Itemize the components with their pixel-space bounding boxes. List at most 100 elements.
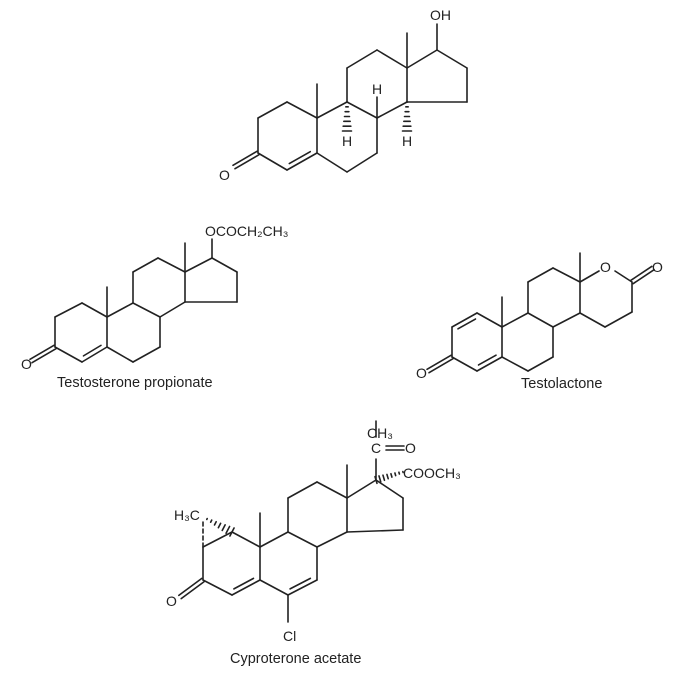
bond [287,531,318,548]
ketone-oxygen-label: O [166,593,177,609]
bond [376,101,408,119]
bond [630,265,653,282]
bond [202,531,233,548]
bond [316,481,348,499]
bond [406,49,438,69]
bond [451,356,478,372]
bond [527,267,554,283]
bond [552,312,581,328]
bond [286,101,318,119]
bond [54,346,83,363]
bond [106,346,134,363]
bond [257,101,288,119]
bond [159,301,186,318]
bond [132,302,161,318]
bond [54,302,83,318]
bond [579,312,606,328]
bond [29,344,55,361]
bond [527,356,554,372]
chlorine-label: Cl [283,628,296,644]
bond [476,356,503,372]
bond [346,101,378,119]
bond [376,49,408,69]
bond [614,270,633,283]
bond [289,577,312,590]
bond [398,471,401,475]
bond [31,347,57,364]
bond [451,312,478,328]
bond [632,268,655,285]
bond [501,312,529,328]
bond [390,472,393,478]
bond [287,481,318,499]
bond [217,522,222,529]
bond [436,49,468,69]
bond [374,475,378,485]
bond [211,257,238,273]
molecule-name: Cyproterone acetate [230,651,361,667]
methyl-label: H₃C [174,507,200,523]
bond [231,531,261,548]
bond [394,472,397,477]
propionate-ester-label: OCOCH₂CH₃ [205,223,288,239]
h14-label: H [402,133,412,149]
bond [346,479,377,499]
acetyl-methyl-label: CH₃ [367,425,393,441]
bond [157,257,186,273]
bond [346,529,404,533]
bond [259,579,289,596]
bond [231,579,261,596]
bond [82,344,102,357]
carbonyl-carbon-label: C [371,440,381,456]
bond [106,302,134,318]
bond [213,520,217,526]
bond [286,152,318,171]
bond [209,519,213,524]
bond [225,525,231,535]
methyl-ester-label: COOCH₃ [403,465,461,481]
bond [476,312,503,328]
bond [501,356,529,372]
cyproterone-acetate-structure: CH₃ C O COOCH₃ H₃C O Cl Cyproterone acet… [166,420,461,667]
bond [233,577,255,590]
bond [386,473,390,480]
bond [426,354,452,371]
bond [178,577,203,597]
bond [132,346,161,363]
bond [229,527,235,537]
testosterone-propionate-structure: OCOCH₂CH₃ O Testosterone propionate [21,223,288,391]
bond [81,346,108,363]
bond [527,312,554,328]
ketone-oxygen-label: O [21,356,32,372]
h8-label: H [372,81,382,97]
bond [428,357,454,374]
ketone-oxygen-label: O [416,365,427,381]
bond [132,257,159,273]
bond [184,257,213,273]
molecule-name: Testosterone propionate [57,375,213,391]
hydroxyl-label: OH [430,7,451,23]
bond [288,150,312,165]
bond [232,150,258,167]
bond [378,475,382,483]
testolactone-structure: O O O Testolactone [416,252,663,392]
testosterone-structure: OH O H H H [219,7,468,183]
bond [457,318,477,330]
bond [221,524,226,532]
bond [316,531,348,548]
ring-oxygen-label: O [600,259,611,275]
bond [382,474,386,482]
bond [259,531,289,548]
bond [375,479,404,499]
bond [604,311,633,328]
bond [579,270,600,283]
bond [552,267,581,283]
ketone-oxygen-label: O [219,167,230,183]
molecule-name: Testolactone [521,376,602,392]
lactone-carbonyl-oxygen-label: O [652,259,663,275]
bond [234,153,260,170]
carbonyl-oxygen-label: O [405,440,416,456]
bond [316,152,348,173]
bond [180,580,205,600]
